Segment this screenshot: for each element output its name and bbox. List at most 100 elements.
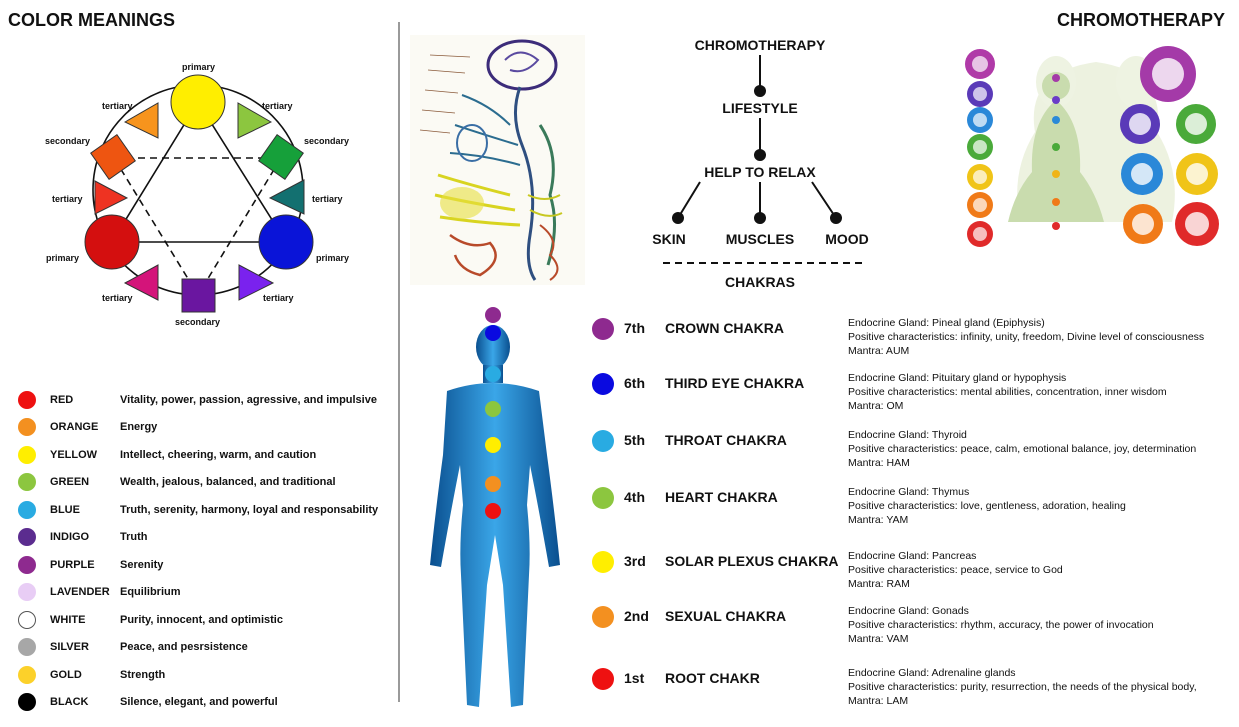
tertiary-yellow-green-triangle — [237, 102, 273, 139]
color-swatch — [18, 693, 36, 711]
legend-color-meaning: Strength — [120, 669, 166, 681]
flow-lifestyle-label: LIFESTYLE — [722, 100, 797, 116]
chakra-ordinal: 2nd — [624, 608, 649, 624]
chakra-mantra: Mantra: AUM — [848, 345, 910, 357]
chakra-details: Endocrine Gland: Thymus Positive charact… — [848, 485, 1232, 527]
legend-color-name: GOLD — [50, 669, 82, 681]
chakra-mantra: Mantra: OM — [848, 400, 904, 412]
chakra-point-sacral — [485, 476, 501, 492]
color-swatch — [18, 501, 36, 519]
label-tertiary-mr: tertiary — [312, 194, 343, 204]
color-swatch — [18, 556, 36, 574]
legend-item: GOLD Strength — [18, 664, 165, 686]
chakra-row: 7th CROWN CHAKRA Endocrine Gland: Pineal… — [592, 316, 1232, 362]
legend-color-meaning: Wealth, jealous, balanced, and tradition… — [120, 476, 336, 488]
chakra-color-dot — [592, 551, 614, 573]
legend-color-meaning: Vitality, power, passion, agressive, and… — [120, 394, 377, 406]
chakra-ordinal: 4th — [624, 489, 645, 505]
legend-color-name: GREEN — [50, 476, 90, 488]
color-swatch — [18, 473, 36, 491]
legend-color-meaning: Truth, serenity, harmony, loyal and resp… — [120, 504, 379, 516]
legend-color-meaning: Energy — [120, 421, 158, 433]
tertiary-yellow-orange-triangle — [123, 102, 159, 139]
chakra-gland: Endocrine Gland: Pituitary gland or hypo… — [848, 372, 1067, 384]
chakra-name: CROWN CHAKRA — [665, 320, 784, 336]
legend-color-name: YELLOW — [50, 449, 98, 461]
legend-color-name: SILVER — [50, 641, 89, 653]
chakra-ordinal: 5th — [624, 432, 645, 448]
chakra-name: THROAT CHAKRA — [665, 432, 787, 448]
legend-color-name: RED — [50, 394, 74, 406]
chakra-ordinal: 7th — [624, 320, 645, 336]
chromotherapy-title: CHROMOTHERAPY — [1057, 10, 1226, 30]
label-secondary-bottom: secondary — [175, 317, 220, 327]
flow-mood-label: MOOD — [825, 231, 869, 247]
color-meanings-title: COLOR MEANINGS — [8, 10, 176, 30]
legend-color-meaning: Intellect, cheering, warm, and caution — [120, 449, 317, 461]
legend-item: WHITE Purity, innocent, and optimistic — [18, 609, 283, 631]
primary-red-circle — [84, 214, 140, 270]
vertical-divider — [398, 22, 400, 702]
color-swatch — [18, 638, 36, 656]
legend-item: INDIGO Truth — [18, 526, 148, 548]
color-swatch — [18, 583, 36, 601]
legend-color-meaning: Serenity — [120, 559, 164, 571]
chakra-positive: Positive characteristics: purity, resurr… — [848, 681, 1197, 693]
tertiary-blue-violet-triangle — [238, 264, 275, 301]
legend-color-name: INDIGO — [50, 531, 90, 543]
color-swatch — [18, 391, 36, 409]
color-wheel: primary primary primary secondary second… — [45, 62, 349, 327]
human-body-chakra-illustration — [430, 307, 560, 707]
chakra-row: 3rd SOLAR PLEXUS CHAKRA Endocrine Gland:… — [592, 549, 1232, 595]
legend-color-name: WHITE — [50, 614, 86, 626]
legend-item: BLUE Truth, serenity, harmony, loyal and … — [18, 499, 378, 521]
chakra-gland: Endocrine Gland: Pancreas — [848, 550, 977, 562]
legend-color-meaning: Purity, innocent, and optimistic — [120, 614, 283, 626]
flow-relax-label: HELP TO RELAX — [704, 164, 816, 180]
meditation-chakra-illustration — [965, 46, 1219, 247]
legend-color-name: BLUE — [50, 504, 80, 516]
chakra-name: SEXUAL CHAKRA — [665, 608, 787, 624]
legend-item: YELLOW Intellect, cheering, warm, and cau… — [18, 444, 316, 466]
label-tertiary-ul: tertiary — [102, 101, 133, 111]
color-swatch — [18, 666, 36, 684]
label-secondary-right: secondary — [304, 136, 349, 146]
label-tertiary-br: tertiary — [263, 293, 294, 303]
chakra-point-solar-plexus — [485, 437, 501, 453]
chakra-point-heart — [485, 401, 501, 417]
primary-blue-circle — [258, 214, 314, 270]
label-primary-top: primary — [182, 62, 215, 72]
chakra-color-dot — [592, 430, 614, 452]
chakra-mantra: Mantra: YAM — [848, 514, 909, 526]
chakra-gland: Endocrine Gland: Adrenaline glands — [848, 667, 1016, 679]
legend-color-meaning: Truth — [120, 531, 148, 543]
secondary-orange-square — [90, 134, 136, 180]
chakra-positive: Positive characteristics: rhythm, accura… — [848, 619, 1154, 631]
chakra-color-dot — [592, 487, 614, 509]
color-swatch — [18, 446, 36, 464]
chakra-name: ROOT CHAKR — [665, 670, 760, 686]
chromotherapy-flow-diagram: CHROMOTHERAPY LIFESTYLE HELP TO RELAX SK… — [652, 37, 869, 290]
chakra-row: 2nd SEXUAL CHAKRA Endocrine Gland: Gonad… — [592, 604, 1232, 650]
legend-item: RED Vitality, power, passion, agressive, … — [18, 389, 377, 411]
chakra-positive: Positive characteristics: peace, service… — [848, 564, 1063, 576]
chakra-name: SOLAR PLEXUS CHAKRA — [665, 553, 839, 569]
color-swatch — [18, 418, 36, 436]
label-primary-left: primary — [46, 253, 79, 263]
chakra-details: Endocrine Gland: Pancreas Positive chara… — [848, 549, 1232, 591]
chakra-row: 6th THIRD EYE CHAKRA Endocrine Gland: Pi… — [592, 371, 1232, 417]
chakra-details: Endocrine Gland: Thyroid Positive charac… — [848, 428, 1232, 470]
chakra-row: 5th THROAT CHAKRA Endocrine Gland: Thyro… — [592, 428, 1232, 474]
chakra-point-crown — [485, 307, 501, 323]
chakra-details: Endocrine Gland: Gonads Positive charact… — [848, 604, 1232, 646]
primary-yellow-circle — [170, 74, 226, 130]
chakra-color-dot — [592, 373, 614, 395]
chakra-details: Endocrine Gland: Pituitary gland or hypo… — [848, 371, 1232, 413]
chakra-ordinal: 3rd — [624, 553, 646, 569]
chakra-positive: Positive characteristics: peace, calm, e… — [848, 443, 1197, 455]
